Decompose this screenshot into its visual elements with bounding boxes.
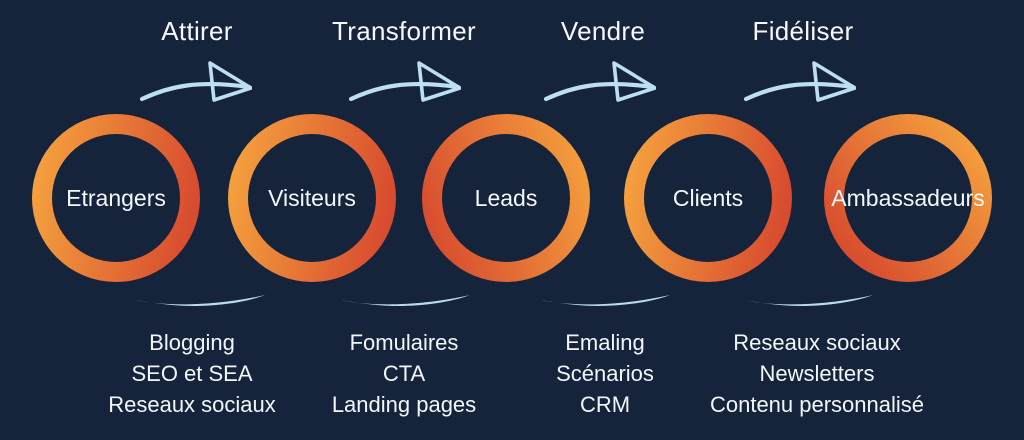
tool-item: Newsletters xyxy=(759,361,875,386)
tool-item: Landing pages xyxy=(331,392,477,417)
stage-label: Etrangers xyxy=(66,184,166,211)
stage-label: Clients xyxy=(672,184,744,211)
tool-item: Blogging xyxy=(149,330,235,355)
tool-item: Scénarios xyxy=(556,361,654,386)
tool-item: Emaling xyxy=(565,330,645,355)
tools-list-vendre: Emaling Scénarios CRM xyxy=(465,327,745,420)
curved-arrow-icon xyxy=(349,61,461,102)
stage-label: Leads xyxy=(474,184,538,211)
tool-item: Reseaux sociaux xyxy=(733,330,901,355)
curved-arrow-icon xyxy=(744,61,856,102)
curved-arrow-icon xyxy=(544,61,656,102)
transition-label-fideliser: Fidéliser xyxy=(752,16,854,46)
stage-circle-ambassadeurs: Ambassadeurs xyxy=(824,114,992,282)
brush-underline-icon xyxy=(340,295,470,306)
transition-label-attirer: Attirer xyxy=(161,16,233,46)
tools-list-transformer: Fomulaires CTA Landing pages xyxy=(264,327,544,420)
stage-circle-etrangers: Etrangers xyxy=(32,114,200,282)
stage-circle-visiteurs: Visiteurs xyxy=(228,114,396,282)
curved-arrow-icon xyxy=(140,61,252,102)
brush-underline-icon xyxy=(135,295,265,306)
tool-item: CTA xyxy=(382,361,426,386)
stage-label: Visiteurs xyxy=(268,184,356,211)
stage-circle-leads: Leads xyxy=(422,114,590,282)
stage-circle-hole xyxy=(442,134,570,262)
tools-list-attirer: Blogging SEO et SEA Reseaux sociaux xyxy=(52,327,332,420)
brush-underline-icon xyxy=(540,295,670,306)
transition-label-vendre: Vendre xyxy=(560,16,646,46)
transition-label-transformer: Transformer xyxy=(332,16,476,46)
stage-label: Ambassadeurs xyxy=(831,184,985,211)
tool-item: Contenu personnalisé xyxy=(709,392,925,417)
tool-item: Fomulaires xyxy=(349,330,459,355)
tools-list-fideliser: Reseaux sociaux Newsletters Contenu pers… xyxy=(677,327,957,420)
tool-item: Reseaux sociaux xyxy=(108,392,276,417)
stage-circle-hole xyxy=(644,134,772,262)
tool-item: CRM xyxy=(579,392,631,417)
stage-circle-hole xyxy=(844,134,972,262)
stage-circle-hole xyxy=(248,134,376,262)
stage-circle-clients: Clients xyxy=(624,114,792,282)
tool-item: SEO et SEA xyxy=(131,361,253,386)
brush-underline-icon xyxy=(743,295,873,306)
stage-circle-hole xyxy=(52,134,180,262)
